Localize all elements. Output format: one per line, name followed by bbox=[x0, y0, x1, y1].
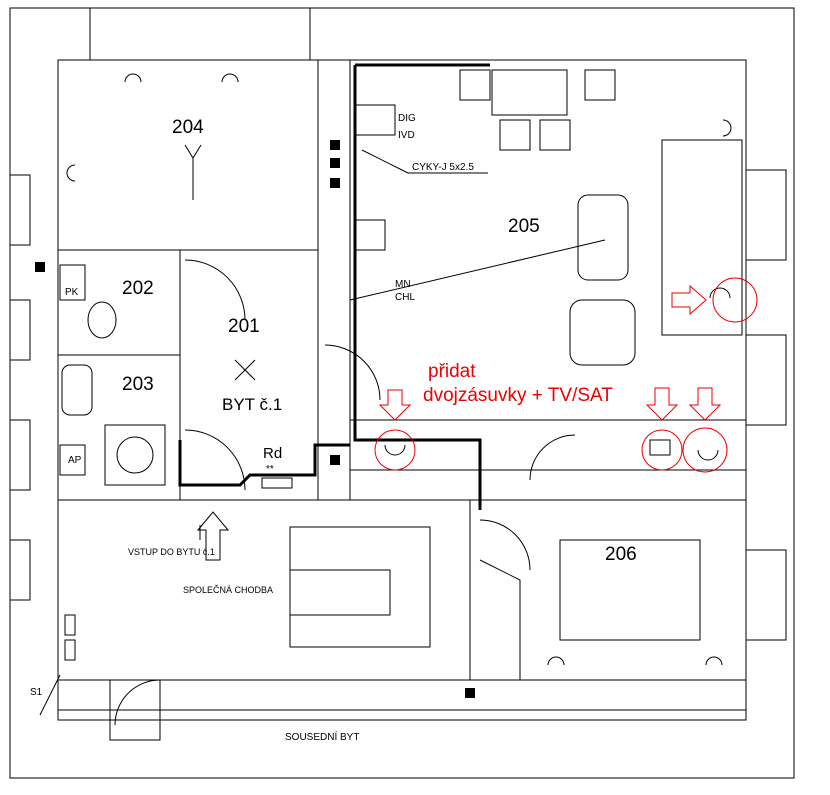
rd-mark: ** bbox=[266, 464, 274, 475]
corridor-label: SPOLEČNÁ CHODBA bbox=[183, 585, 273, 595]
electrical-symbols bbox=[35, 73, 732, 716]
mn-label: MN bbox=[395, 279, 411, 290]
doors bbox=[114, 259, 576, 726]
annotation-line2: dvojzásuvky + TV/SAT bbox=[423, 385, 613, 406]
room-202-label: 202 bbox=[122, 278, 154, 299]
entry-label: VSTUP DO BYTU č.1 bbox=[128, 547, 215, 557]
outer-walls bbox=[9, 7, 795, 779]
apartment-label: BYT č.1 bbox=[222, 395, 282, 414]
room-205-label: 205 bbox=[508, 216, 540, 237]
cable-routes bbox=[178, 63, 490, 510]
s1-label: S1 bbox=[30, 687, 43, 698]
red-markup bbox=[374, 277, 758, 473]
ap-label: AP bbox=[68, 455, 82, 466]
neighbor-label: SOUSEDNÍ BYT bbox=[285, 730, 359, 743]
rd-label: Rd bbox=[263, 445, 282, 462]
room-204-label: 204 bbox=[172, 117, 204, 138]
ivd-label: IVD bbox=[398, 130, 415, 141]
room-203-label: 203 bbox=[122, 374, 154, 395]
room-206-label: 206 bbox=[605, 544, 637, 565]
furniture bbox=[59, 69, 743, 661]
pk-label: PK bbox=[65, 287, 79, 298]
chl-label: CHL bbox=[395, 292, 415, 303]
annotation-line1: přidat bbox=[428, 361, 476, 382]
room-201-label: 201 bbox=[228, 316, 260, 337]
cable-label: CYKY-J 5x2.5 bbox=[412, 162, 474, 173]
dig-label: DIG bbox=[398, 113, 416, 124]
interior-walls bbox=[58, 60, 746, 741]
